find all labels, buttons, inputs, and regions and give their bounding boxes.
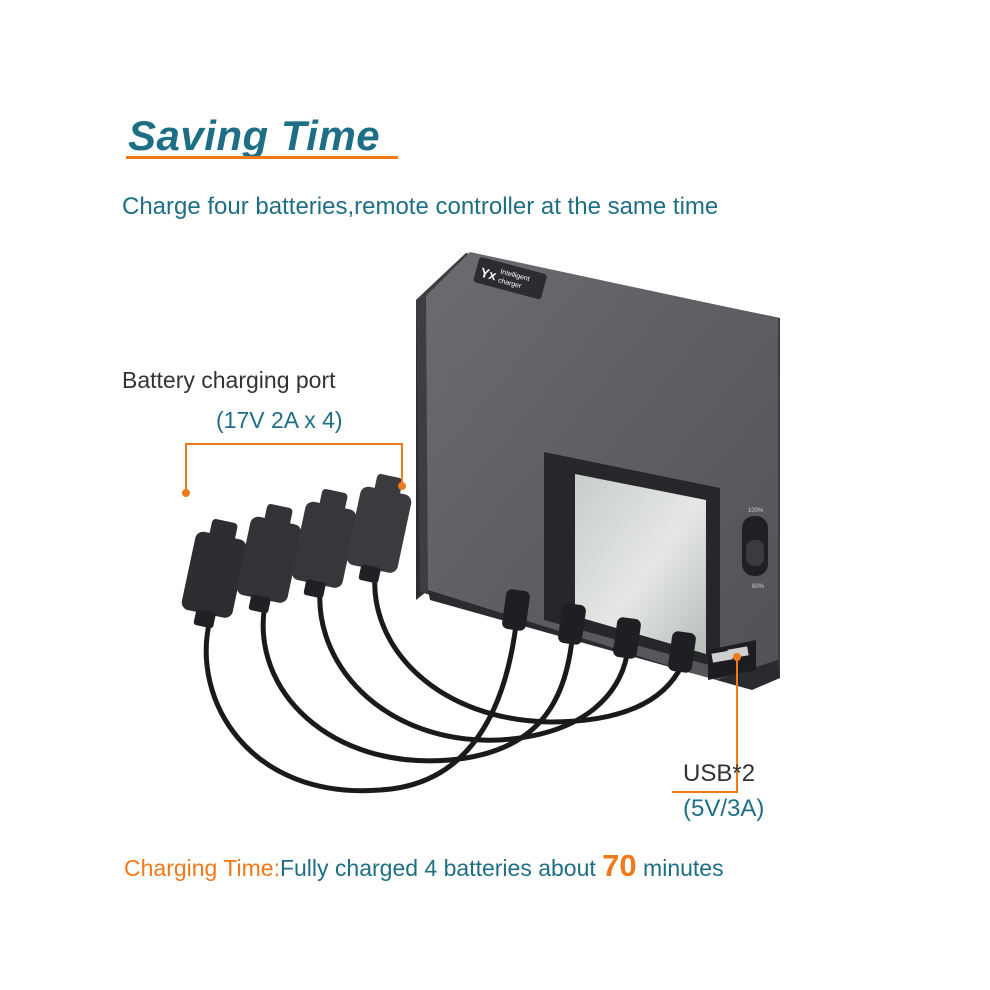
- battery-connectors: [181, 474, 412, 629]
- charging-time-note: Charging Time:Fully charged 4 batteries …: [124, 848, 724, 884]
- headline-underline: [126, 156, 398, 159]
- mode-switch[interactable]: 100% 60%: [742, 508, 768, 590]
- charging-time-suffix: minutes: [636, 855, 724, 881]
- brand-mark: Yx: [479, 265, 499, 284]
- usb-label: USB*2: [683, 760, 756, 787]
- headline: Saving Time: [128, 112, 381, 159]
- charging-time-text: Fully charged 4 batteries about: [279, 855, 603, 881]
- charging-time-prefix: Charging Time:: [124, 855, 280, 881]
- battery-port-callout-bracket: [182, 443, 406, 497]
- usb-ports: [708, 640, 756, 680]
- battery-port-label: Battery charging port: [122, 367, 336, 393]
- cable-strain-reliefs: [502, 589, 696, 673]
- usb-callout-line: [672, 653, 741, 793]
- brand-badge: Yx Intelligent charger: [473, 257, 547, 300]
- lcd-display: [544, 452, 720, 668]
- switch-top-label: 100%: [748, 508, 764, 514]
- subtitle: Charge four batteries,remote controller …: [122, 193, 719, 220]
- battery-port-spec: (17V 2A x 4): [216, 407, 343, 433]
- charging-time-number: 70: [602, 848, 637, 883]
- charging-cables: [203, 572, 685, 794]
- usb-spec: (5V/3A): [683, 795, 765, 822]
- switch-bottom-label: 60%: [752, 584, 765, 590]
